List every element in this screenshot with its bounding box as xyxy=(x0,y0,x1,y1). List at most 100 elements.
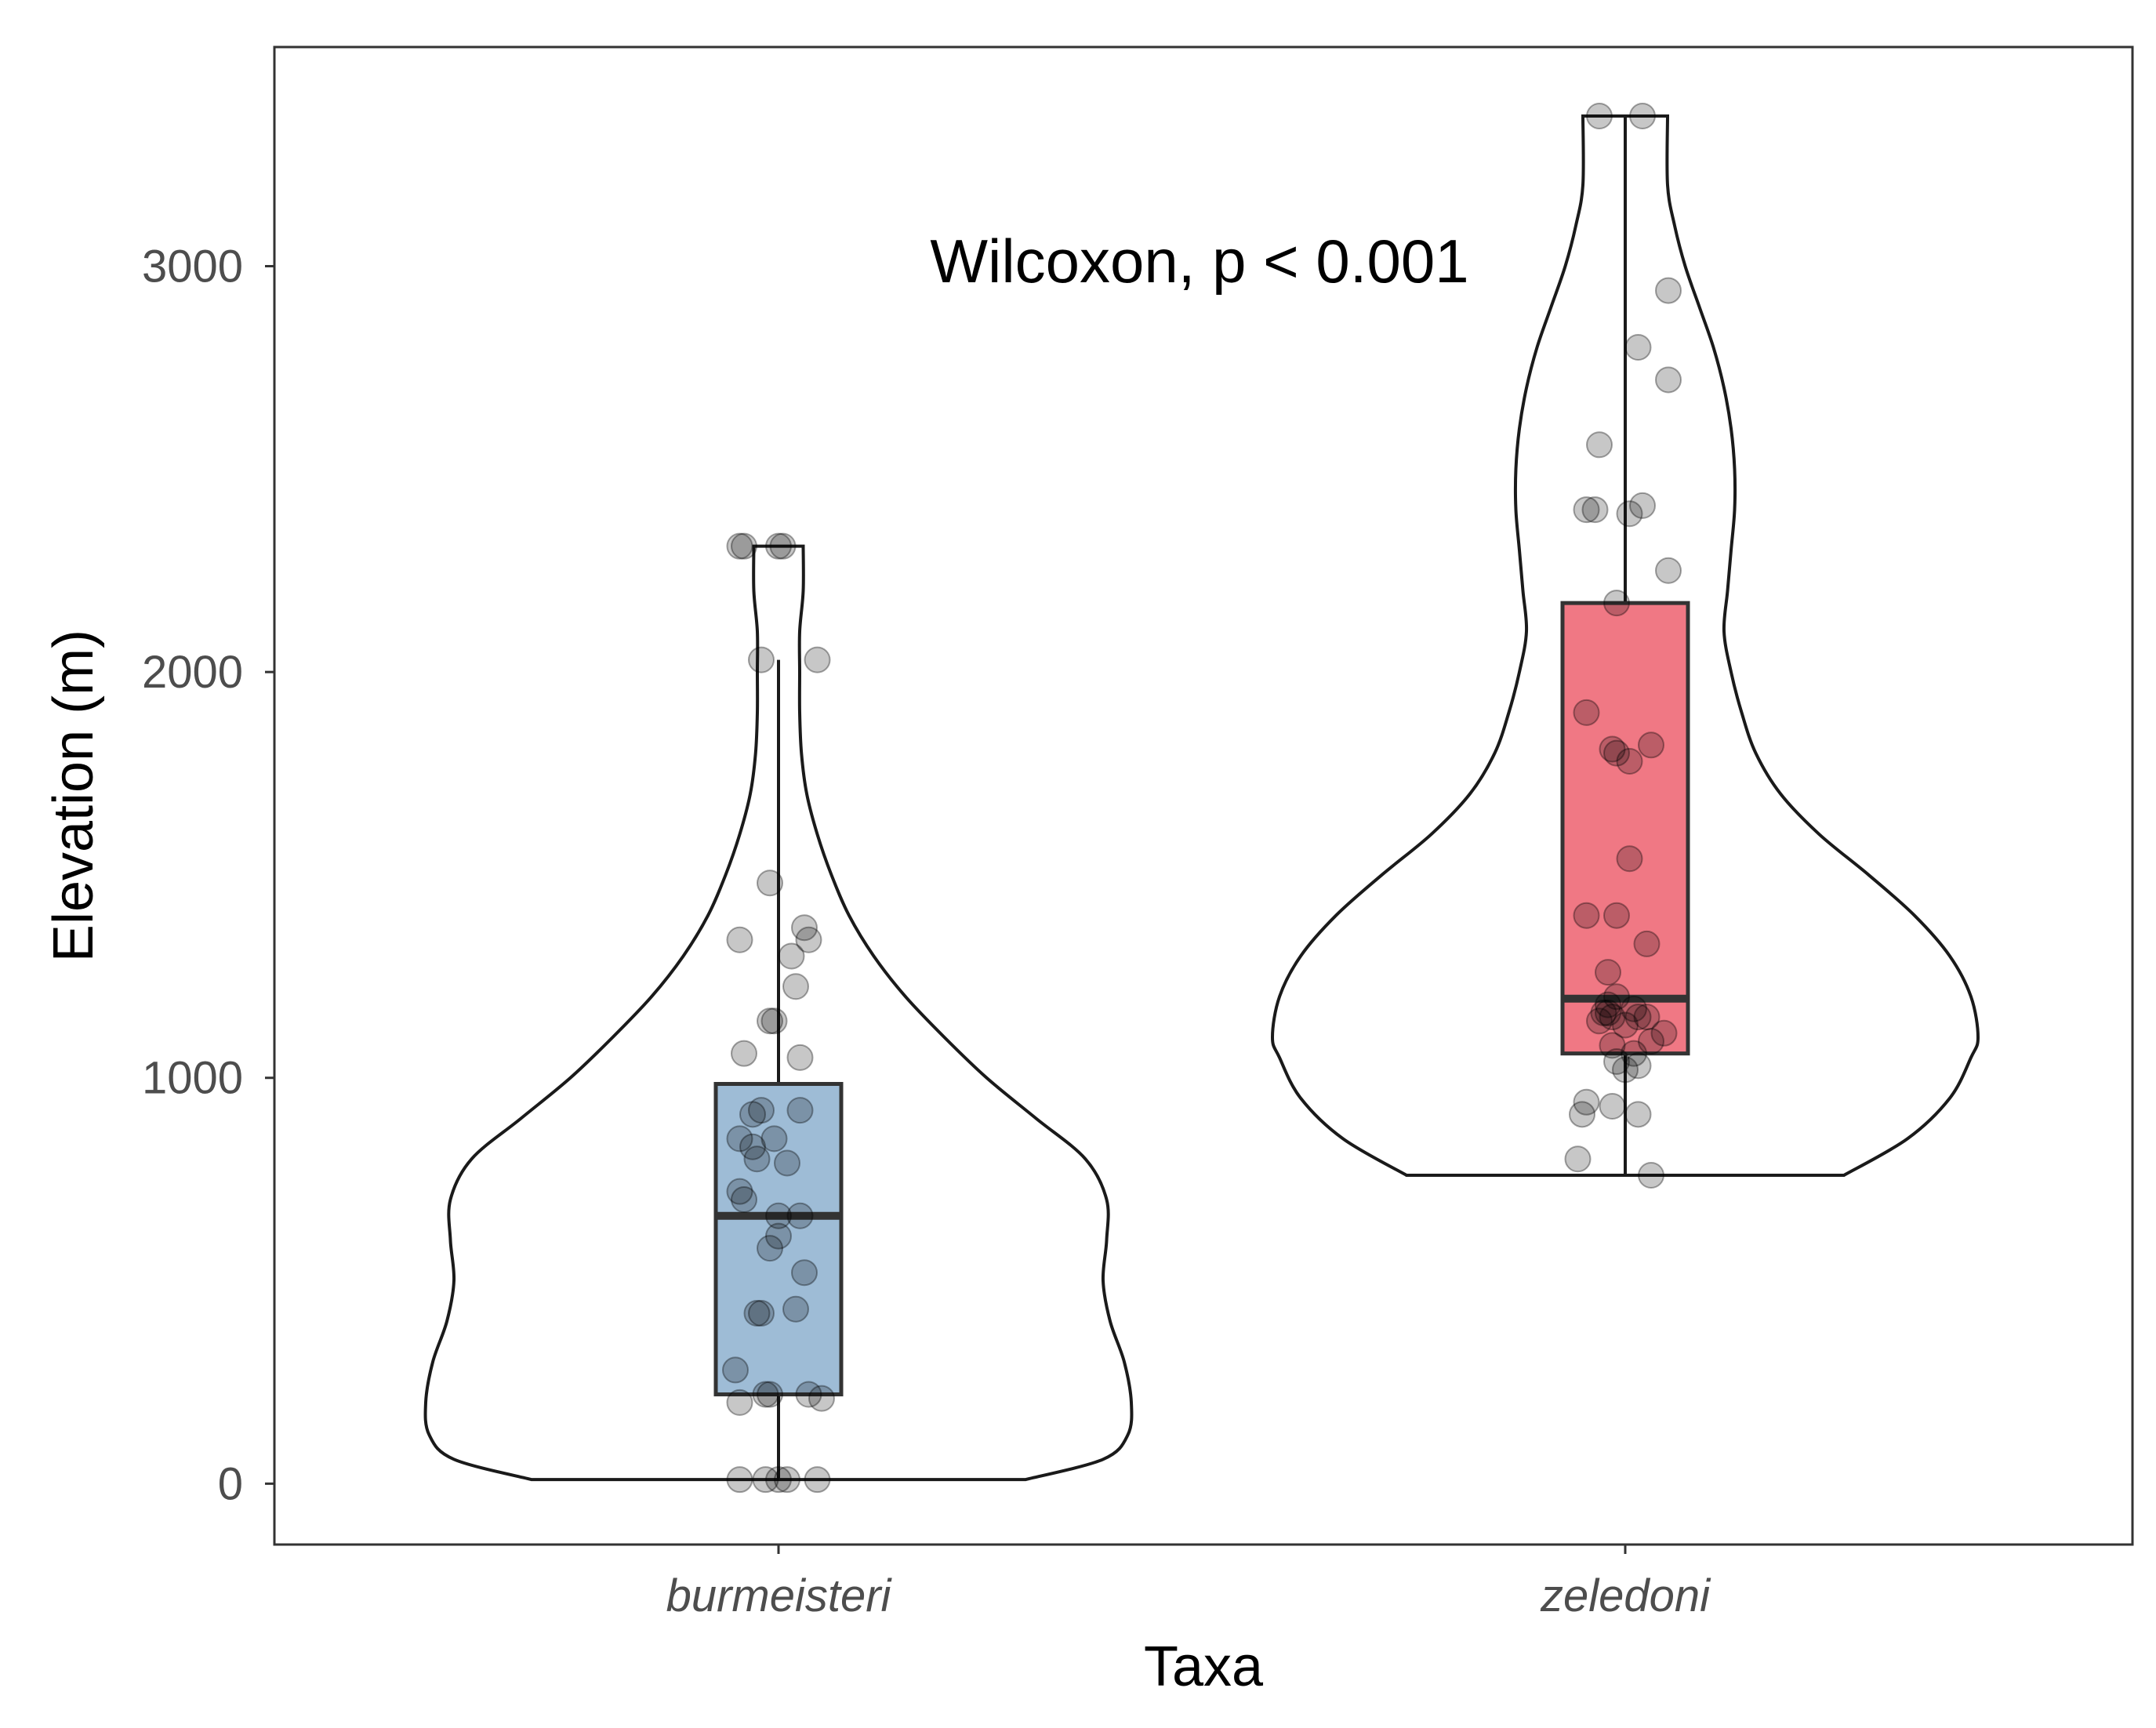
data-point-zeledoni xyxy=(1595,999,1621,1026)
data-point-zeledoni xyxy=(1612,1056,1639,1084)
data-point-burmeisteri xyxy=(782,973,809,1000)
data-point-burmeisteri xyxy=(731,532,757,560)
data-point-zeledoni xyxy=(1603,902,1630,929)
wilcoxon-annotation: Wilcoxon, p < 0.001 xyxy=(930,227,1468,296)
data-point-zeledoni xyxy=(1655,557,1682,584)
data-point-zeledoni xyxy=(1595,959,1621,986)
data-point-burmeisteri xyxy=(726,1466,753,1494)
data-point-zeledoni xyxy=(1586,102,1613,129)
data-point-zeledoni xyxy=(1573,699,1600,726)
data-point-zeledoni xyxy=(1624,1101,1652,1128)
data-point-zeledoni xyxy=(1603,590,1630,617)
y-tick-label: 3000 xyxy=(142,241,243,292)
y-axis-title: Elevation (m) xyxy=(42,630,105,962)
data-point-burmeisteri xyxy=(757,1235,783,1262)
data-point-burmeisteri xyxy=(774,1149,800,1177)
chart-marks xyxy=(423,102,1980,1494)
data-point-burmeisteri xyxy=(795,1381,822,1408)
data-point-zeledoni xyxy=(1586,431,1613,459)
data-point-zeledoni xyxy=(1581,496,1609,524)
data-point-zeledoni xyxy=(1624,1004,1652,1031)
data-point-burmeisteri xyxy=(765,1202,792,1229)
y-tick-label: 0 xyxy=(218,1458,243,1509)
data-point-burmeisteri xyxy=(722,1356,749,1384)
data-point-burmeisteri xyxy=(774,1466,800,1494)
data-point-zeledoni xyxy=(1629,492,1656,519)
data-point-burmeisteri xyxy=(726,1389,753,1416)
data-point-burmeisteri xyxy=(782,1295,809,1323)
data-point-zeledoni xyxy=(1573,1088,1600,1116)
data-point-burmeisteri xyxy=(731,1186,757,1214)
data-point-zeledoni xyxy=(1603,1048,1630,1076)
data-point-zeledoni xyxy=(1655,277,1682,304)
data-point-burmeisteri xyxy=(731,1040,757,1067)
data-point-zeledoni xyxy=(1569,1101,1595,1128)
data-point-zeledoni xyxy=(1586,1007,1613,1035)
data-point-zeledoni xyxy=(1616,748,1643,775)
data-point-zeledoni xyxy=(1599,1032,1626,1059)
data-point-zeledoni xyxy=(1633,930,1661,957)
data-point-zeledoni xyxy=(1655,366,1682,394)
data-point-zeledoni xyxy=(1616,500,1643,528)
data-point-zeledoni xyxy=(1629,102,1656,129)
data-point-burmeisteri xyxy=(760,1007,788,1035)
category-group-zeledoni xyxy=(1270,102,1980,1189)
data-point-burmeisteri xyxy=(769,532,797,560)
data-point-burmeisteri xyxy=(757,1381,783,1408)
data-point-zeledoni xyxy=(1590,999,1617,1026)
data-point-zeledoni xyxy=(1638,1161,1664,1189)
data-point-zeledoni xyxy=(1603,983,1630,1011)
box-zeledoni xyxy=(1560,601,1690,1056)
violin-burmeisteri xyxy=(423,544,1134,1482)
data-point-burmeisteri xyxy=(743,1145,771,1173)
data-point-burmeisteri xyxy=(795,926,822,953)
x-axis-title: Taxa xyxy=(1144,1635,1264,1698)
data-point-burmeisteri xyxy=(726,1125,753,1153)
data-point-zeledoni xyxy=(1595,991,1621,1018)
data-point-burmeisteri xyxy=(791,914,818,942)
data-point-zeledoni xyxy=(1599,735,1626,763)
data-point-zeledoni xyxy=(1638,731,1664,759)
data-point-burmeisteri xyxy=(739,1101,766,1128)
data-point-burmeisteri xyxy=(726,926,753,953)
data-point-burmeisteri xyxy=(765,1222,792,1250)
data-point-zeledoni xyxy=(1612,1011,1639,1039)
data-point-burmeisteri xyxy=(765,1466,792,1494)
box-burmeisteri xyxy=(713,1082,844,1396)
data-point-burmeisteri xyxy=(804,1466,831,1494)
data-point-zeledoni xyxy=(1573,496,1600,524)
data-point-zeledoni xyxy=(1616,845,1643,873)
data-point-burmeisteri xyxy=(778,942,805,970)
x-tick-label-zeledoni: zeledoni xyxy=(1540,1570,1711,1621)
data-point-zeledoni xyxy=(1564,1145,1592,1173)
data-point-zeledoni xyxy=(1573,902,1600,929)
data-point-burmeisteri xyxy=(726,1178,753,1205)
data-point-burmeisteri xyxy=(748,1299,775,1327)
data-point-burmeisteri xyxy=(765,532,792,560)
data-point-burmeisteri xyxy=(739,1133,766,1160)
data-point-burmeisteri xyxy=(757,869,783,897)
y-tick-label: 1000 xyxy=(142,1053,243,1104)
data-point-zeledoni xyxy=(1633,1004,1661,1031)
plot-panel-border xyxy=(273,45,2134,1546)
data-point-burmeisteri xyxy=(748,646,775,673)
data-point-burmeisteri xyxy=(808,1385,835,1412)
data-point-burmeisteri xyxy=(804,646,831,673)
violin-zeledoni xyxy=(1270,114,1980,1177)
data-point-zeledoni xyxy=(1624,334,1652,361)
data-point-zeledoni xyxy=(1599,1092,1626,1120)
category-group-burmeisteri xyxy=(423,532,1134,1494)
y-tick-label: 2000 xyxy=(142,647,243,698)
data-point-zeledoni xyxy=(1624,1052,1652,1080)
data-point-burmeisteri xyxy=(786,1044,814,1071)
data-point-burmeisteri xyxy=(786,1202,814,1229)
data-point-burmeisteri xyxy=(752,1381,779,1408)
data-point-burmeisteri xyxy=(743,1299,771,1327)
data-point-burmeisteri xyxy=(760,1125,788,1153)
data-point-zeledoni xyxy=(1603,739,1630,767)
data-point-burmeisteri xyxy=(791,1259,818,1287)
data-point-zeledoni xyxy=(1621,1040,1647,1067)
data-point-burmeisteri xyxy=(752,1466,779,1494)
data-point-zeledoni xyxy=(1599,1004,1626,1031)
